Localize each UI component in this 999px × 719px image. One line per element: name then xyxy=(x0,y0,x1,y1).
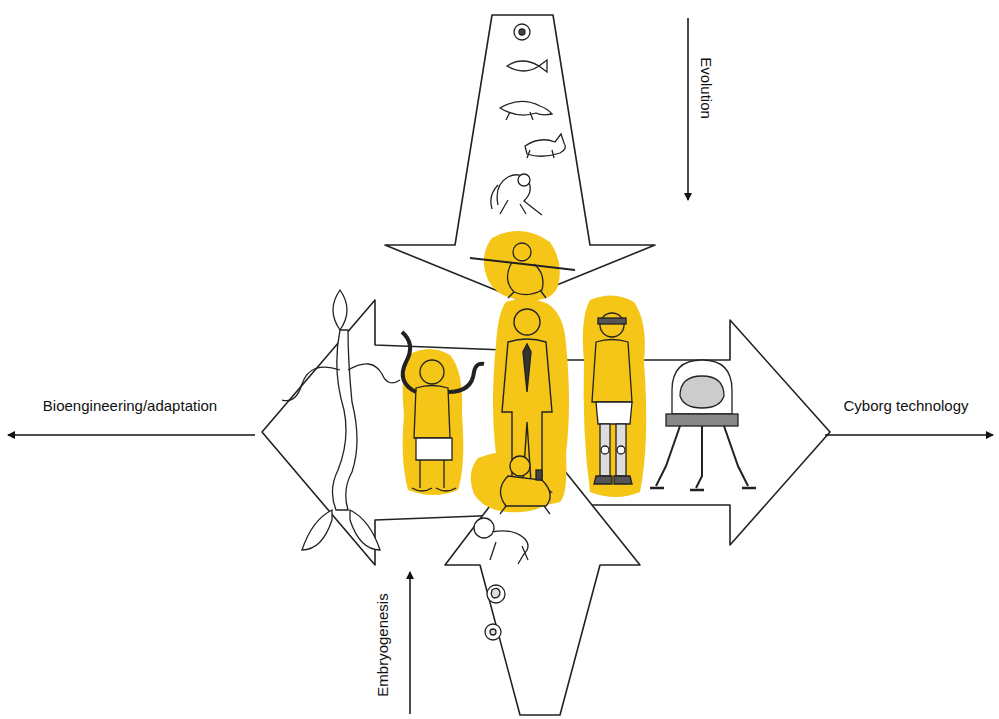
embryogenesis-direction xyxy=(409,572,411,714)
monkey-head xyxy=(518,174,530,186)
squid-creature-sketch xyxy=(282,290,400,550)
evolution-direction xyxy=(687,18,689,200)
axis-label: Embryogenesis xyxy=(374,591,392,698)
fish-sketch xyxy=(507,60,547,72)
evolution-figures xyxy=(491,24,565,215)
axis-label: Evolution xyxy=(697,55,715,121)
caveman-glow xyxy=(484,231,560,300)
youth-sketch xyxy=(500,456,550,514)
brain-robot-sketch xyxy=(650,360,756,490)
direction-lines xyxy=(8,18,993,714)
bioengineered-glow xyxy=(403,349,464,495)
axis-label: Bioengineering/adaptation xyxy=(41,397,219,415)
cell-nucleus xyxy=(519,29,525,35)
cyborg-human-glow xyxy=(583,295,646,497)
central-man-sketch xyxy=(502,309,552,492)
top-block-arrow xyxy=(385,15,655,300)
youth-glow xyxy=(471,451,560,512)
left-block-arrow xyxy=(262,300,505,565)
caveman-sketch xyxy=(470,243,575,298)
human-glows xyxy=(403,231,647,512)
cyborg-direction xyxy=(825,434,993,436)
augmented-human-sketch xyxy=(592,313,632,484)
bioengineering-direction xyxy=(8,434,255,436)
salamander-sketch xyxy=(500,101,552,120)
axis-label: Cyborg technology xyxy=(841,397,970,415)
block-arrows xyxy=(262,15,830,715)
bottom-block-arrow xyxy=(445,440,640,715)
cell-sketch xyxy=(514,24,530,40)
mammal-sketch xyxy=(525,134,565,158)
bioengineered-human-sketch xyxy=(402,332,484,491)
development-sketch xyxy=(474,518,528,640)
monkey-sketch xyxy=(491,175,542,215)
